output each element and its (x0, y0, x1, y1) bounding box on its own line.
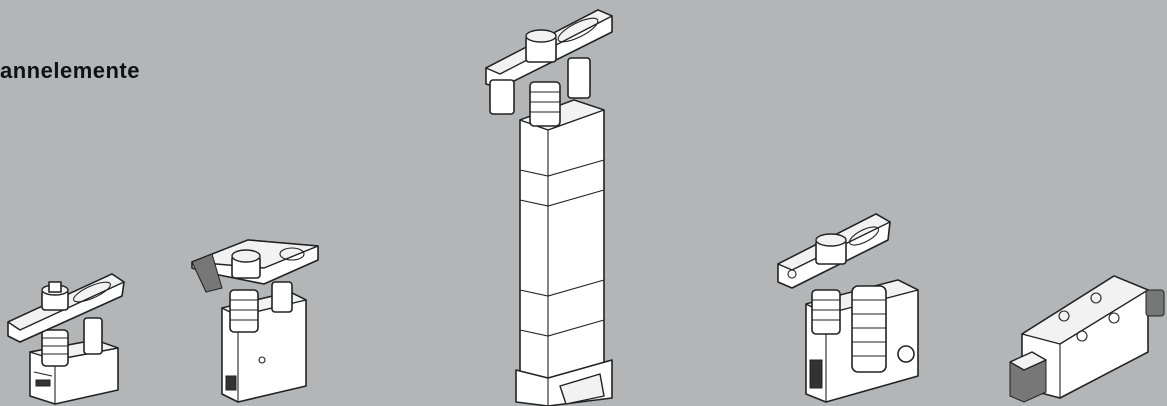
swing-clamp-angled-illustration (191, 239, 319, 403)
block-cylinder-illustration (1009, 275, 1165, 403)
swing-clamp-small-illustration (7, 273, 125, 405)
swing-clamp-double-illustration (777, 213, 919, 403)
swing-clamp-long-stroke-illustration (485, 9, 613, 406)
section-heading: annelemente (0, 58, 140, 83)
